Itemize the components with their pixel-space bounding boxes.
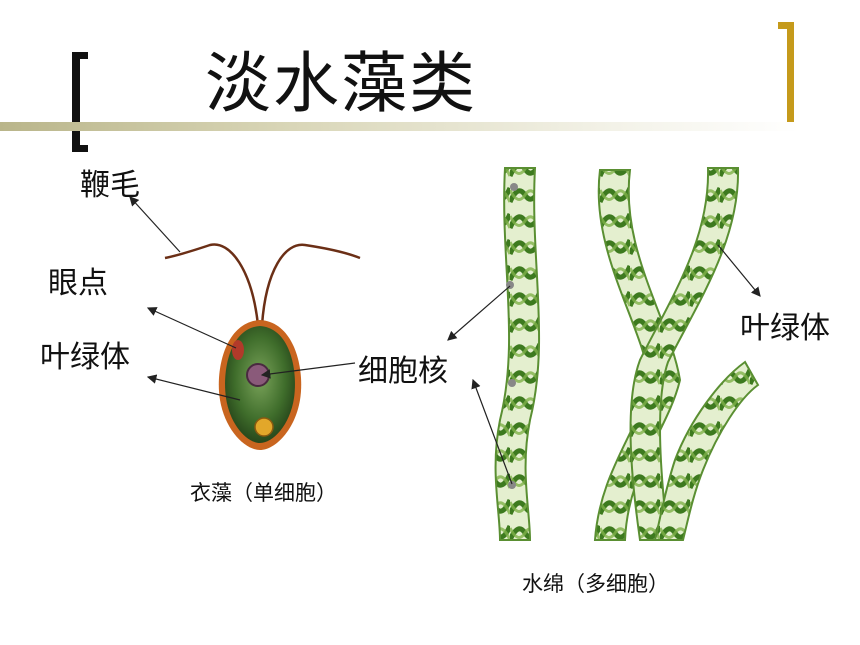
filament-nucleus-4 [508,481,516,489]
title-underline [0,122,800,131]
slide-title: 淡水藻类 [205,45,477,122]
pyrenoid [254,417,274,437]
caption-spirogyra: 水绵（多细胞） [522,572,669,596]
arrow-nucleus-cell [260,362,356,379]
label-chloroplast-right: 叶绿体 [740,311,830,346]
arrow-eyespot [146,307,237,349]
label-flagellum: 鞭毛 [80,168,140,203]
arrow-nucleus-filament-top [447,285,511,341]
spirogyra-filaments [494,167,760,541]
filament-nucleus-1 [510,183,518,191]
filament-nucleus-3 [508,379,516,387]
arrow-chloroplast-left [146,374,241,401]
left-bracket-decoration [72,52,88,152]
arrow-chloroplast-right [717,244,761,297]
filament-4 [653,360,760,541]
filament-2 [593,169,682,541]
filament-1 [494,167,541,541]
label-arrows [129,196,761,485]
arrow-nucleus-filament-bottom [471,378,513,485]
arrow-flagellum [129,196,181,253]
label-nucleus: 细胞核 [358,354,448,389]
flagellum-right [260,243,361,326]
chlamydomonas-cell [164,243,361,450]
caption-chlamydomonas: 衣藻（单细胞） [190,481,337,505]
eyespot [232,340,244,360]
label-eyespot: 眼点 [48,266,108,301]
flagellum-left [164,243,260,326]
label-chloroplast-left: 叶绿体 [40,340,130,375]
